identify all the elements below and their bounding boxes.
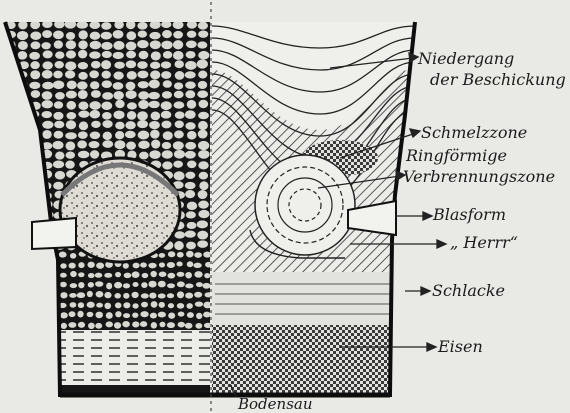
label-schmelzzone: Schmelzzone <box>421 124 527 142</box>
label-ringfoermige: Ringförmige <box>406 147 507 165</box>
left-tuyere <box>32 218 76 249</box>
charge-lumps-region <box>0 0 215 400</box>
label-eisen: Eisen <box>438 338 483 356</box>
label-niedergang: Niedergang <box>418 50 514 68</box>
label-bodensau: Bodensau <box>238 395 313 413</box>
label-der-beschickung: der Beschickung <box>430 71 566 89</box>
label-verbrennungszone: Verbrennungszone <box>403 168 555 186</box>
left-combustion-zone <box>60 158 180 262</box>
label-blasform: Blasform <box>433 206 506 224</box>
label-herr: „ Herrr“ <box>450 234 518 252</box>
iron-dash-region <box>58 330 210 385</box>
label-schlacke: Schlacke <box>432 282 505 300</box>
